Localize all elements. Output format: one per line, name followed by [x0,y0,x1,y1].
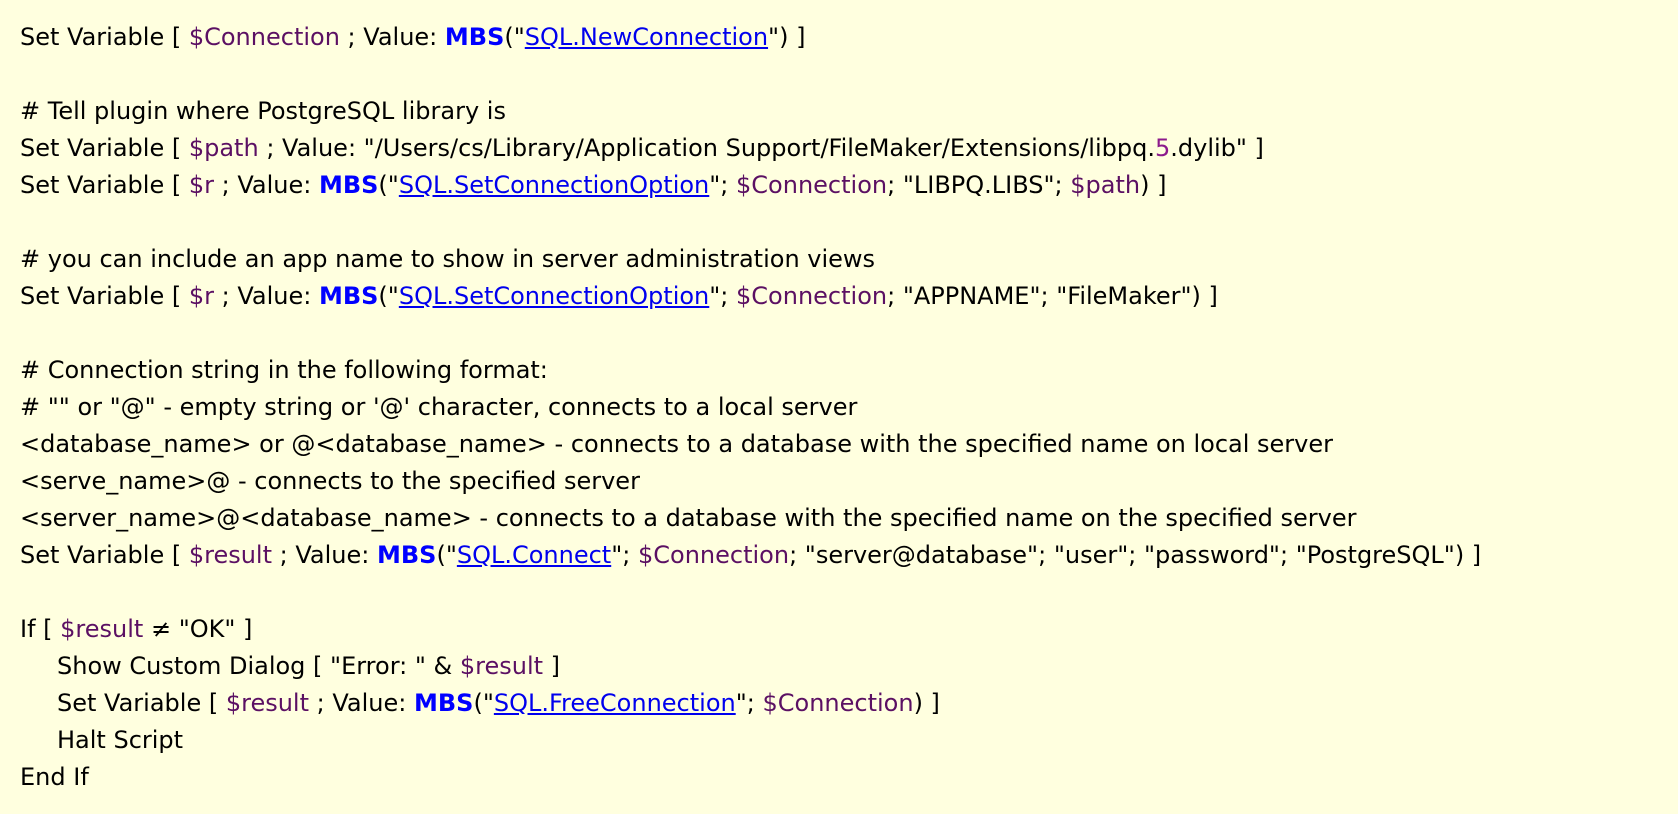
function-doc-link[interactable]: SQL.NewConnection [524,23,769,51]
function-doc-link[interactable]: SQL.SetConnectionOption [398,282,710,310]
code-text: Set Variable [ [20,134,189,162]
function-name: MBS [318,282,379,310]
script-line: Show Custom Dialog [ "Error: " & $result… [20,648,1678,685]
script-line: <database_name> or @<database_name> - co… [20,426,1678,463]
code-text: Halt Script [57,726,184,754]
code-text: ; "server@database"; "user"; "password";… [789,541,1482,569]
script-line: <serve_name>@ - connects to the specifie… [20,463,1678,500]
blank-line [20,315,1678,352]
blank-line [20,56,1678,93]
script-line: Set Variable [ $result ; Value: MBS("SQL… [20,685,1678,722]
code-text: ; "APPNAME"; "FileMaker") ] [887,282,1218,310]
script-line: Set Variable [ $Connection ; Value: MBS(… [20,19,1678,56]
script-line: # you can include an app name to show in… [20,241,1678,278]
code-text: ") ] [768,23,806,51]
variable-token: $Connection [188,23,340,51]
number-token: 5 [1154,134,1171,162]
script-line: Set Variable [ $path ; Value: "/Users/cs… [20,130,1678,167]
script-line: Set Variable [ $r ; Value: MBS("SQL.SetC… [20,278,1678,315]
variable-token: $result [188,541,273,569]
code-text: <serve_name>@ - connects to the specifie… [20,467,640,495]
script-listing: Set Variable [ $Connection ; Value: MBS(… [20,19,1678,796]
code-text: # Connection string in the following for… [20,356,548,384]
variable-token: $path [1070,171,1141,199]
code-text: Set Variable [ [20,541,189,569]
code-text: ; "LIBPQ.LIBS"; [887,171,1071,199]
script-line: Set Variable [ $result ; Value: MBS("SQL… [20,537,1678,574]
code-text: If [ [20,615,61,643]
function-doc-link[interactable]: SQL.SetConnectionOption [398,171,710,199]
script-line: Halt Script [20,722,1678,759]
script-line: # "" or "@" - empty string or '@' charac… [20,389,1678,426]
script-line: If [ $result ≠ "OK" ] [20,611,1678,648]
variable-token: $Connection [762,689,914,717]
blank-line [20,204,1678,241]
code-text: "; [709,282,737,310]
code-text: ; Value: [339,23,445,51]
variable-token: $r [188,171,214,199]
script-line: <server_name>@<database_name> - connects… [20,500,1678,537]
code-text: Set Variable [ [57,689,226,717]
code-text: # Tell plugin where PostgreSQL library i… [20,97,506,125]
code-text: "; [611,541,638,569]
code-text: <database_name> or @<database_name> - co… [20,430,1334,458]
function-doc-link[interactable]: SQL.Connect [456,541,612,569]
code-text: Set Variable [ [20,171,189,199]
code-text: (" [378,282,399,310]
code-text: ; Value: [213,282,319,310]
code-text: ) ] [1140,171,1167,199]
function-doc-link[interactable]: SQL.FreeConnection [493,689,736,717]
function-name: MBS [413,689,474,717]
code-text: ] [543,652,561,680]
script-line: Set Variable [ $r ; Value: MBS("SQL.SetC… [20,167,1678,204]
function-name: MBS [444,23,505,51]
code-text: Show Custom Dialog [ "Error: " & [57,652,460,680]
blank-line [20,574,1678,611]
variable-token: $r [188,282,214,310]
code-text: Set Variable [ [20,282,189,310]
code-text: (" [436,541,457,569]
variable-token: $result [60,615,144,643]
code-text: .dylib" ] [1170,134,1264,162]
variable-token: $path [188,134,259,162]
code-text: ; Value: [213,171,319,199]
code-text: (" [473,689,494,717]
code-text: ; Value: [272,541,377,569]
variable-token: $Connection [736,171,888,199]
function-name: MBS [318,171,379,199]
variable-token: $Connection [736,282,888,310]
script-line: # Tell plugin where PostgreSQL library i… [20,93,1678,130]
code-text: Set Variable [ [20,23,189,51]
code-text: "; [709,171,737,199]
code-text: (" [504,23,525,51]
code-text: "; [735,689,763,717]
code-text: # "" or "@" - empty string or '@' charac… [20,393,858,421]
script-line: # Connection string in the following for… [20,352,1678,389]
code-text: <server_name>@<database_name> - connects… [20,504,1357,532]
variable-token: $result [225,689,310,717]
code-text: # you can include an app name to show in… [20,245,876,273]
code-text: End If [20,763,89,791]
code-text: ; Value: [309,689,414,717]
code-text: ) ] [913,689,940,717]
variable-token: $result [459,652,544,680]
function-name: MBS [376,541,437,569]
code-text: ≠ "OK" ] [143,615,253,643]
code-text: ; Value: "/Users/cs/Library/Application … [258,134,1155,162]
code-text: (" [378,171,399,199]
variable-token: $Connection [637,541,790,569]
script-line: End If [20,759,1678,796]
